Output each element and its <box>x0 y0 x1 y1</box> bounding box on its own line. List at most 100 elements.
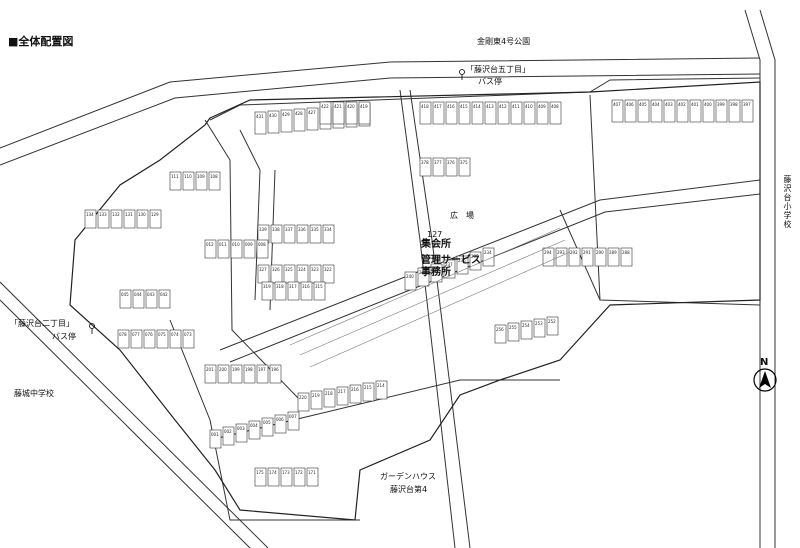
unit-number: 294 <box>544 250 552 255</box>
housing-unit <box>254 111 267 135</box>
unit-number: 234 <box>484 250 492 255</box>
unit-number: 292 <box>570 250 578 255</box>
housing-unit <box>143 329 156 349</box>
housing-unit <box>313 281 326 301</box>
housing-unit <box>274 281 287 301</box>
housing-unit <box>230 364 243 384</box>
housing-unit <box>310 390 323 410</box>
housing-unit <box>419 101 432 125</box>
unit-number: 004 <box>250 423 258 428</box>
unit-number: 290 <box>596 250 604 255</box>
housing-unit <box>158 289 171 309</box>
unit-number: 326 <box>272 267 280 272</box>
housing-unit <box>270 224 283 244</box>
housing-unit <box>117 329 130 349</box>
parking-lanes <box>289 227 571 368</box>
unit-number: 315 <box>315 284 323 289</box>
housing-unit <box>136 209 149 229</box>
unit-number: 134 <box>86 212 94 217</box>
unit-number: 404 <box>652 102 660 107</box>
housing-unit <box>663 99 676 123</box>
unit-number: 397 <box>743 102 751 107</box>
map-title: ■全体配置図 <box>8 35 74 48</box>
housing-unit <box>130 329 143 349</box>
junior-high-label: 藤城中学校 <box>14 389 54 398</box>
housing-unit <box>432 157 445 177</box>
housing-unit <box>306 107 319 131</box>
bus-stop-top-sub: バス停 <box>478 77 502 86</box>
housing-unit <box>458 101 471 125</box>
unit-number: 173 <box>282 470 290 475</box>
housing-unit <box>715 99 728 123</box>
bus-stop-left-label: 「藤沢台二丁目」 <box>10 319 74 328</box>
unit-number: 414 <box>473 104 481 109</box>
housing-unit <box>482 247 495 267</box>
unit-number: 323 <box>311 267 319 272</box>
housing-unit <box>728 99 741 123</box>
housing-unit <box>319 101 332 125</box>
unit-number: 076 <box>145 332 153 337</box>
housing-unit <box>510 101 523 125</box>
fujisawadai4-label: 藤沢台第4 <box>390 485 428 494</box>
housing-unit <box>375 380 388 400</box>
unit-number: 171 <box>308 470 316 475</box>
unit-number: 043 <box>147 292 155 297</box>
unit-number: 008 <box>258 242 266 247</box>
housing-unit <box>209 429 222 449</box>
housing-unit <box>208 171 221 191</box>
north-arrow <box>753 368 777 392</box>
unit-number: 316 <box>302 284 310 289</box>
unit-number: 216 <box>351 387 359 392</box>
bus-stop-left-icon <box>89 323 95 334</box>
unit-number: 239 <box>419 270 427 275</box>
housing-unit <box>300 281 313 301</box>
unit-number: 256 <box>496 327 504 332</box>
unit-number: 196 <box>271 367 279 372</box>
housing-unit <box>458 157 471 177</box>
unit-number: 108 <box>210 174 218 179</box>
unit-number: 007 <box>289 414 297 419</box>
housing-unit <box>306 467 319 487</box>
unit-number: 240 <box>406 274 414 279</box>
unit-number: 409 <box>538 104 546 109</box>
unit-number: 288 <box>622 250 630 255</box>
unit-number: 009 <box>245 242 253 247</box>
unit-number: 415 <box>460 104 468 109</box>
unit-number: 408 <box>551 104 559 109</box>
unit-number: 131 <box>125 212 133 217</box>
unit-number: 109 <box>197 174 205 179</box>
housing-unit <box>123 209 136 229</box>
unit-number: 335 <box>311 227 319 232</box>
housing-unit <box>230 239 243 259</box>
housing-unit <box>182 171 195 191</box>
housing-unit <box>650 99 663 123</box>
unit-number: 412 <box>499 104 507 109</box>
unit-number: 431 <box>256 114 264 119</box>
elementary-school-label: 藤沢台小学校 <box>783 175 792 229</box>
unit-number: 403 <box>665 102 673 107</box>
housing-unit <box>283 224 296 244</box>
north-label: N <box>760 357 769 368</box>
housing-unit <box>97 209 110 229</box>
housing-unit <box>607 247 620 267</box>
housing-unit <box>637 99 650 123</box>
unit-number: 400 <box>704 102 712 107</box>
garden-house-label: ガーデンハウス <box>380 472 436 481</box>
housing-unit <box>297 392 310 412</box>
housing-unit <box>274 414 287 434</box>
unit-number: 327 <box>259 267 267 272</box>
unit-number: 220 <box>299 395 307 400</box>
housing-unit <box>358 101 371 125</box>
unit-number: 075 <box>158 332 166 337</box>
unit-number: 401 <box>691 102 699 107</box>
unit-number: 252 <box>548 319 556 324</box>
housing-unit <box>456 255 469 275</box>
housing-unit <box>293 108 306 132</box>
unit-number: 010 <box>232 242 240 247</box>
housing-unit <box>267 110 280 134</box>
housing-unit <box>469 251 482 271</box>
unit-number: 376 <box>447 160 455 165</box>
unit-number: 324 <box>298 267 306 272</box>
unit-number: 406 <box>626 102 634 107</box>
